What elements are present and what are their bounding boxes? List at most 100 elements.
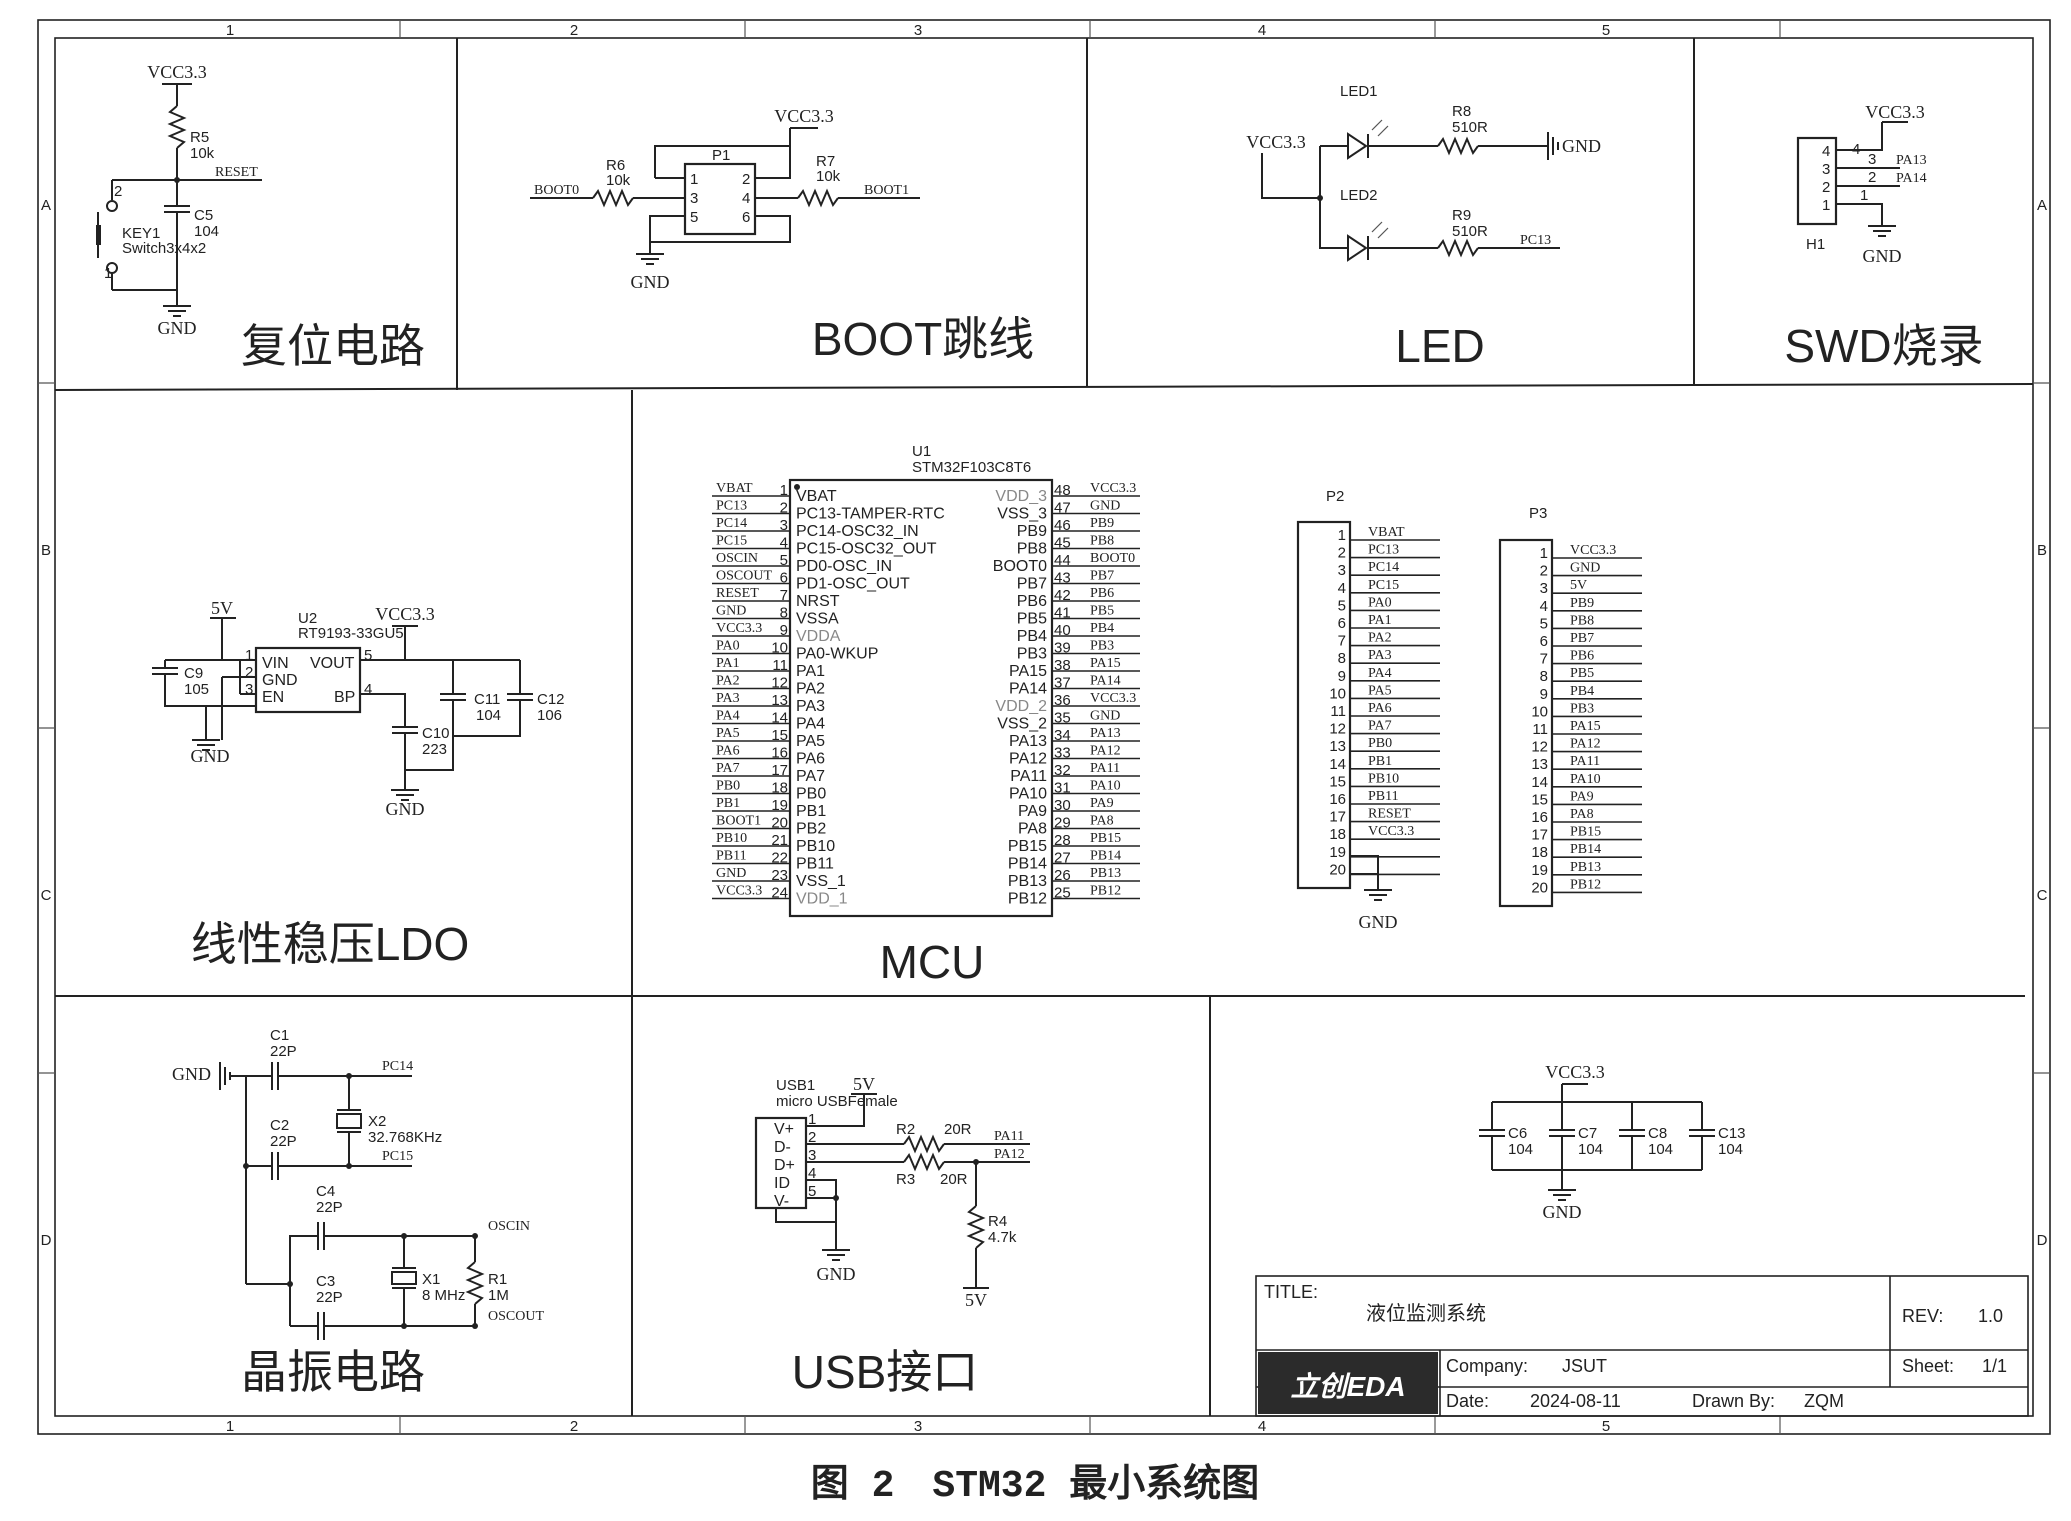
mcu-left-pin-number: 11 [772, 657, 788, 674]
header-pin-number: 2 [1338, 545, 1346, 562]
pin-number: 4 [1822, 143, 1830, 160]
pin-number: 3 [1868, 151, 1876, 168]
header-pin-net: PA15 [1570, 719, 1601, 734]
led1-ref: LED1 [1340, 83, 1378, 100]
gnd-label: GND [158, 318, 197, 338]
net-pc14: PC14 [382, 1059, 413, 1074]
mcu-left-pin-number: 15 [771, 727, 788, 744]
header-pin-net: PB15 [1570, 825, 1601, 840]
mcu-left-pin-name: NRST [796, 593, 840, 610]
header-pin-net: PB6 [1570, 649, 1594, 664]
row-label: C [41, 887, 52, 904]
header-pin-net: PC15 [1368, 578, 1399, 593]
pin-number: 5 [808, 1183, 816, 1200]
figure-caption: 图 2 STM32 最小系统图 [811, 1463, 1259, 1508]
gnd-label: GND [191, 746, 230, 766]
crystal-x1 [391, 1271, 417, 1285]
r5-ref: R5 [190, 129, 209, 146]
c9-ref: C9 [184, 665, 203, 682]
mcu-left-pin-number: 7 [780, 587, 788, 604]
mcu-right-pin-number: 47 [1054, 500, 1071, 517]
mcu-right-net: PB3 [1090, 639, 1114, 654]
mcu-left-pin-number: 6 [780, 570, 788, 587]
led-circuit: VCC3.3 LED1 GND R8 510R LED2 PC13 R9 510… [1246, 83, 1601, 262]
header-pin-net: 5V [1570, 578, 1587, 593]
pin-name: VOUT [310, 655, 355, 672]
mcu-right-pin-name: PA8 [1018, 821, 1047, 838]
pin-number: 1 [690, 171, 698, 188]
mcu-left-pin-name: PB11 [796, 856, 834, 873]
cap-value: 104 [1578, 1141, 1603, 1158]
sheet-value: 1/1 [1982, 1356, 2007, 1376]
mcu-left-pin-name: VBAT [796, 488, 837, 505]
rev-value: 1.0 [1978, 1306, 2003, 1326]
c5-ref: C5 [194, 207, 213, 224]
col-label: 1 [226, 22, 234, 39]
mcu-left-net: PA7 [716, 761, 740, 776]
mcu-right-pin-name: VSS_3 [997, 506, 1047, 523]
x1-value: 8 MHz [422, 1287, 465, 1304]
net-pa12: PA12 [994, 1147, 1025, 1162]
mcu-right-net: BOOT0 [1090, 551, 1135, 566]
mcu-left-net: PA4 [716, 709, 740, 724]
pin-number: 1 [1860, 187, 1868, 204]
header-pin-number: 17 [1531, 827, 1548, 844]
led1-diode [1347, 132, 1368, 160]
mcu-right-pin-name: PB6 [1017, 593, 1047, 610]
r3-value: 20R [940, 1171, 968, 1188]
net-pc15: PC15 [382, 1149, 413, 1164]
company-label: Company: [1446, 1356, 1528, 1376]
gnd-label: GND [386, 799, 425, 819]
mcu-left-net: PA5 [716, 726, 740, 741]
ldo-circuit: 5V VCC3.3 U2 RT9193-33GU5 VIN GND EN VOU… [152, 598, 565, 819]
header-pin-net: PB9 [1570, 596, 1594, 611]
net-pc13: PC13 [1520, 233, 1551, 248]
header-pin-net: GND [1570, 561, 1600, 576]
header-pin-net: VBAT [1368, 525, 1405, 540]
mcu-left-net: VCC3.3 [716, 884, 762, 899]
c2-ref: C2 [270, 1117, 289, 1134]
mcu-right-pin-number: 41 [1054, 605, 1071, 622]
mcu-right-pin-name: PB3 [1017, 646, 1047, 663]
mcu-left-net: PA2 [716, 674, 740, 689]
c1-ref: C1 [270, 1027, 289, 1044]
led2-diode [1347, 234, 1368, 262]
mcu-left-net: PA3 [716, 691, 740, 706]
header-pin-net: PA10 [1570, 772, 1601, 787]
mcu-left-pin-name: PA7 [796, 768, 825, 785]
mcu-right-net: PB15 [1090, 831, 1121, 846]
pin-number: 2 [114, 183, 122, 200]
mcu-right-pin-name: PB9 [1017, 523, 1047, 540]
r2-ref: R2 [896, 1121, 915, 1138]
header-pin-number: 3 [1540, 580, 1548, 597]
mcu-left-pin-name: PA2 [796, 681, 825, 698]
mcu-left-pin-number: 10 [771, 640, 788, 657]
section-title-reset: 复位电路 [241, 320, 425, 372]
mcu-right-pin-name: PA14 [1009, 681, 1047, 698]
mcu-left-pin-number: 2 [780, 500, 788, 517]
mcu-left-pin-name: PC14-OSC32_IN [796, 523, 919, 540]
mcu-right-net: PA12 [1090, 744, 1121, 759]
header-pin-number: 9 [1338, 668, 1346, 685]
pin-number: 1 [1822, 197, 1830, 214]
net-pa14: PA14 [1896, 171, 1927, 186]
cap-value: 104 [1508, 1141, 1533, 1158]
col-label: 3 [914, 22, 922, 39]
header-pin-number: 18 [1531, 844, 1548, 861]
gnd-label: GND [631, 272, 670, 292]
key1-ref: KEY1 [122, 225, 160, 242]
pin-number: 3 [245, 681, 253, 698]
vcc-label: VCC3.3 [147, 62, 207, 82]
header-pin-number: 4 [1540, 598, 1548, 615]
mcu-right-pin-number: 36 [1054, 692, 1071, 709]
mcu-left-pin-name: PA0-WKUP [796, 646, 878, 663]
header-pin-number: 1 [1338, 527, 1346, 544]
mcu-left-pin-number: 3 [780, 517, 788, 534]
mcu-left-pin-name: VSS_1 [796, 873, 846, 890]
c9-value: 105 [184, 681, 209, 698]
pin-number: 4 [364, 681, 372, 698]
c4-value: 22P [316, 1199, 343, 1216]
